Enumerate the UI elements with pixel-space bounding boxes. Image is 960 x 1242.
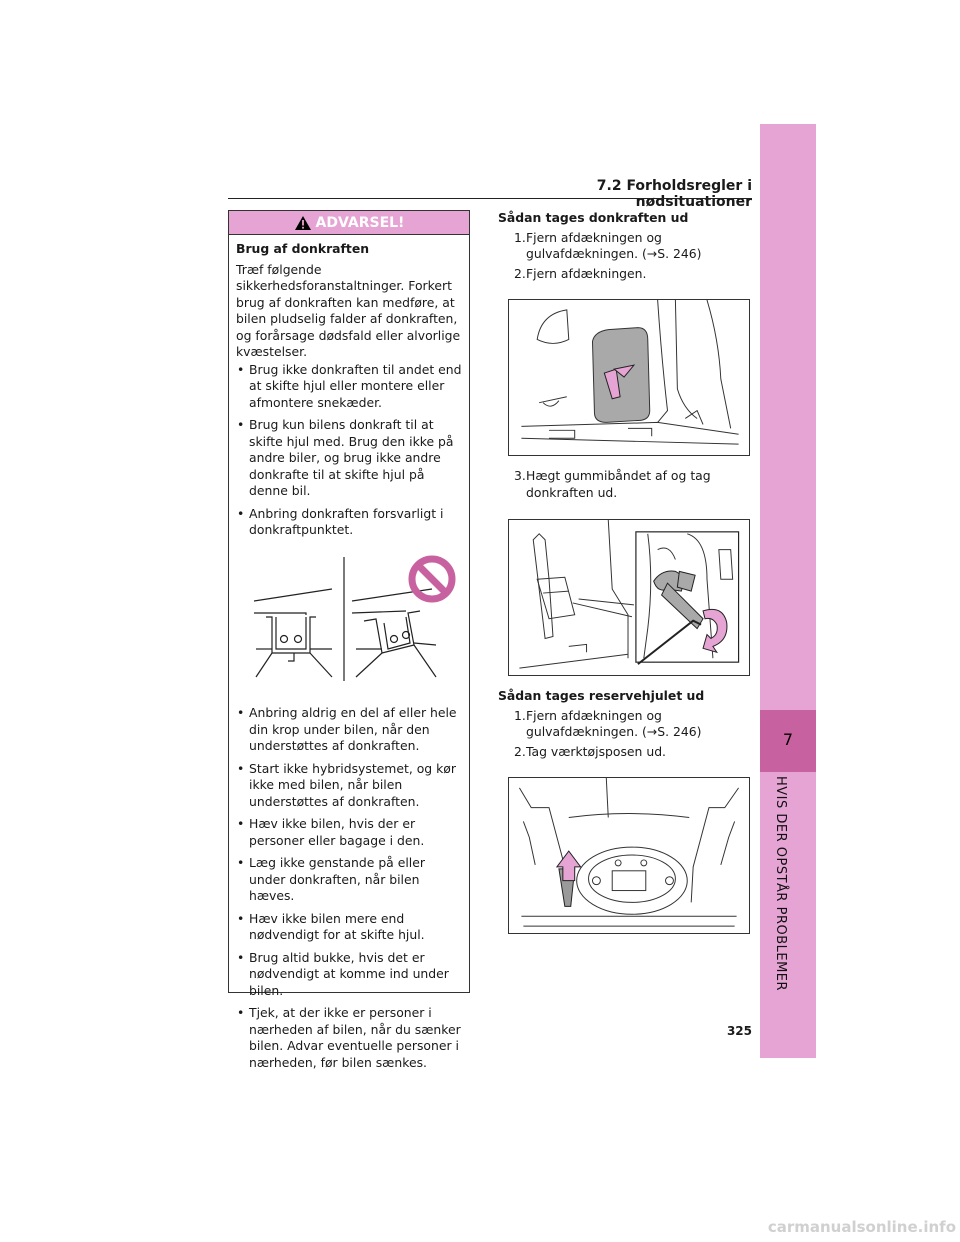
warning-triangle-icon [294,215,311,230]
warning-bullet: Start ikke hybridsystemet, og kør ikke m… [236,761,462,811]
page-number: 325 [726,1024,752,1038]
prohibited-icon [408,555,456,602]
jack-section-title: Sådan tages donkraften ud [498,210,689,225]
spare-wheel-figure [508,777,750,934]
remove-jack-figure [508,519,750,676]
step-text: Fjern afdækningen og gulvafdækningen. (→… [526,707,702,740]
warning-bullet: Læg ikke genstande på eller under donkra… [236,855,462,905]
step: 2.Tag værktøjsposen ud. [498,744,754,761]
step: 1.Fjern afdækningen og gulvafdækningen. … [498,708,754,741]
step-number: 1. [514,707,526,723]
step-text: Fjern afdækningen og gulvafdækningen. (→… [526,229,702,262]
step-number: 1. [514,229,526,245]
step-number: 3. [514,468,526,483]
warning-bullet: Hæv ikke bilen mere end nødvendigt for a… [236,911,462,944]
jack-removal-section: Sådan tages donkraften ud 1.Fjern afdækn… [498,210,754,285]
jack-point-illustration [253,555,456,681]
step-text: Tag værktøjsposen ud. [526,743,666,759]
step-number: 2. [514,743,526,759]
step-number: 2. [514,265,526,281]
section-header: 7.2 Forholdsregler i nødsituationer [596,178,752,210]
step: 1.Fjern afdækningen og gulvafdækningen. … [498,230,754,263]
warning-bullet: Tjek, at der ikke er personer i nærheden… [236,1005,462,1071]
warning-bullet: Hæv ikke bilen, hvis der er personer ell… [236,816,462,849]
warning-bullets-bottom: Anbring aldrig en del af eller hele din … [236,705,462,1071]
warning-bullet: Brug kun bilens donkraft til at skifte h… [236,417,462,500]
watermark: carmanualsonline.info [767,1218,956,1236]
release-arrow-icon [603,364,636,400]
spare-wheel-section: Sådan tages reservehjulet ud 1.Fjern afd… [498,688,754,763]
warning-bullet: Brug ikke donkraften til andet end at sk… [236,362,462,412]
lift-out-arrow-icon [555,850,582,882]
jack-step3: 3.Hægt gummibåndet af og tag donkraften … [498,468,754,504]
warning-bullet: Brug altid bukke, hvis det er nødvendigt… [236,950,462,1000]
warning-label: ADVARSEL! [315,214,405,231]
chapter-number: 7 [782,730,794,749]
warning-intro: Træf følgende sikkerhedsforanstaltninger… [236,261,461,360]
warning-header: ADVARSEL! [229,211,469,235]
warning-box: ADVARSEL! Brug af donkraften Træf følgen… [228,210,470,1070]
step-text: Hægt gummibåndet af og tag donkraften ud… [526,468,711,500]
step-text: Fjern afdækningen. [526,265,647,281]
header-divider [228,198,752,199]
remove-cover-figure [508,299,750,456]
warning-bullet: Anbring aldrig en del af eller hele din … [236,705,462,755]
warning-bullet: Anbring donkraften forsvarligt i donkraf… [236,506,462,539]
warning-title: Brug af donkraften [236,241,370,256]
rotate-arrow-icon [702,608,728,654]
step: 2.Fjern afdækningen. [498,266,754,283]
chapter-title: HVIS DER OPSTÅR PROBLEMER [773,776,788,992]
chapter-tab-highlight [760,710,816,772]
spare-section-title: Sådan tages reservehjulet ud [498,688,705,703]
step: 3.Hægt gummibåndet af og tag donkraften … [498,468,754,501]
warning-bullets-top: Brug ikke donkraften til andet end at sk… [236,362,462,539]
chapter-side-tab [760,124,816,1058]
